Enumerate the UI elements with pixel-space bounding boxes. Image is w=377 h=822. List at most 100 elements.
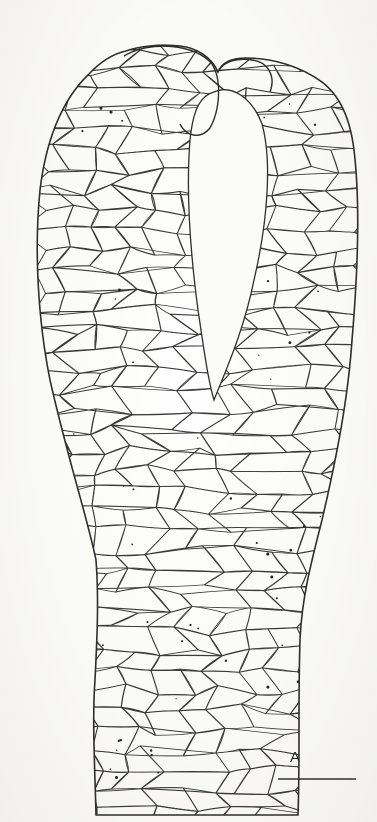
plant-cell	[327, 586, 372, 610]
plant-cell	[361, 26, 377, 53]
plant-cell	[329, 768, 367, 789]
plant-cell	[362, 665, 377, 689]
cell-dot	[266, 686, 269, 689]
plant-cell	[209, 630, 249, 656]
plant-cell	[331, 148, 375, 173]
plant-cell	[95, 469, 133, 485]
plant-cell	[119, 65, 169, 88]
plant-cell	[336, 47, 371, 72]
plant-cell	[208, 493, 257, 514]
plant-cell	[292, 512, 338, 528]
plant-cell	[201, 671, 257, 694]
plant-cell	[82, 607, 138, 626]
panel-label: A	[290, 749, 301, 766]
plant-cell	[23, 607, 95, 634]
plant-cell	[333, 809, 374, 822]
plant-cell	[331, 527, 366, 548]
cell-dot	[281, 645, 283, 647]
plant-cell	[32, 485, 95, 508]
plant-cell	[181, 590, 252, 608]
plant-cell	[361, 570, 377, 592]
plant-cell	[111, 168, 164, 194]
plant-cell	[141, 25, 196, 56]
plant-cell	[365, 784, 377, 816]
cell-dot	[270, 379, 271, 380]
plant-cell	[233, 405, 310, 436]
plant-cell	[334, 266, 375, 292]
plant-cell	[32, 588, 72, 614]
cell-dot	[267, 280, 269, 282]
plant-cell	[65, 791, 97, 812]
plant-cell	[234, 545, 288, 572]
plant-cell	[119, 50, 169, 68]
plant-cell	[26, 766, 103, 791]
plant-cell	[204, 571, 252, 590]
cell-dot	[81, 130, 83, 132]
plant-cell	[292, 488, 347, 513]
plant-cell	[302, 471, 347, 494]
plant-cell	[304, 231, 377, 255]
plant-cell	[327, 311, 371, 328]
cell-dot	[132, 361, 134, 363]
cell-dot	[263, 117, 265, 119]
plant-cell	[267, 205, 321, 232]
plant-cell	[365, 771, 377, 788]
plant-cell	[358, 366, 377, 392]
plant-cell	[362, 345, 377, 375]
plant-cell	[300, 730, 374, 755]
cell-dot	[303, 525, 305, 527]
plant-cell	[177, 388, 231, 414]
plant-cell	[306, 364, 344, 388]
plant-cell	[297, 549, 340, 574]
plant-cell	[327, 570, 366, 587]
plant-cell	[235, 25, 275, 52]
plant-cell	[31, 549, 76, 569]
cell-dot	[110, 768, 112, 770]
plant-cell	[22, 226, 71, 250]
cell-dot	[289, 341, 292, 344]
plant-cell	[299, 25, 344, 55]
plant-cell	[356, 527, 377, 550]
plant-cell	[31, 745, 75, 767]
plant-cell	[230, 471, 312, 495]
plant-cell	[23, 629, 65, 653]
plant-cell	[335, 687, 371, 709]
cell-dot	[118, 289, 121, 292]
cell-dot	[110, 111, 113, 114]
plant-cell	[351, 687, 377, 711]
plant-cell	[51, 454, 105, 476]
plant-cell	[274, 65, 350, 95]
plant-cell	[92, 506, 126, 527]
plant-cell	[365, 284, 377, 315]
plant-cell	[324, 367, 368, 392]
plant-cell	[55, 807, 97, 822]
plant-cell	[33, 707, 98, 726]
plant-cell	[141, 433, 215, 455]
plant-cell	[292, 405, 339, 435]
cell-dot	[115, 298, 117, 300]
plant-cell	[358, 389, 377, 415]
plant-cell	[362, 649, 377, 668]
plant-cell	[92, 485, 160, 507]
cell-dot	[106, 625, 107, 626]
plant-cell	[151, 669, 196, 695]
plant-cell	[362, 328, 377, 347]
plant-cell	[295, 789, 351, 816]
cell-dot	[67, 491, 70, 494]
plant-cell	[297, 628, 338, 650]
plant-cell	[179, 686, 218, 711]
plant-cell	[335, 705, 373, 735]
plant-cell	[295, 285, 375, 316]
plant-cell	[53, 589, 96, 615]
plant-cell	[20, 672, 73, 694]
plant-cell	[274, 25, 309, 56]
plant-cell	[300, 47, 344, 72]
plant-cell	[267, 87, 312, 113]
plant-cell	[145, 546, 224, 572]
plant-cell	[358, 730, 377, 748]
cell-dot	[100, 107, 103, 110]
lumen-cavity	[188, 90, 267, 400]
plant-cell	[31, 525, 75, 551]
plant-cell	[329, 784, 374, 812]
